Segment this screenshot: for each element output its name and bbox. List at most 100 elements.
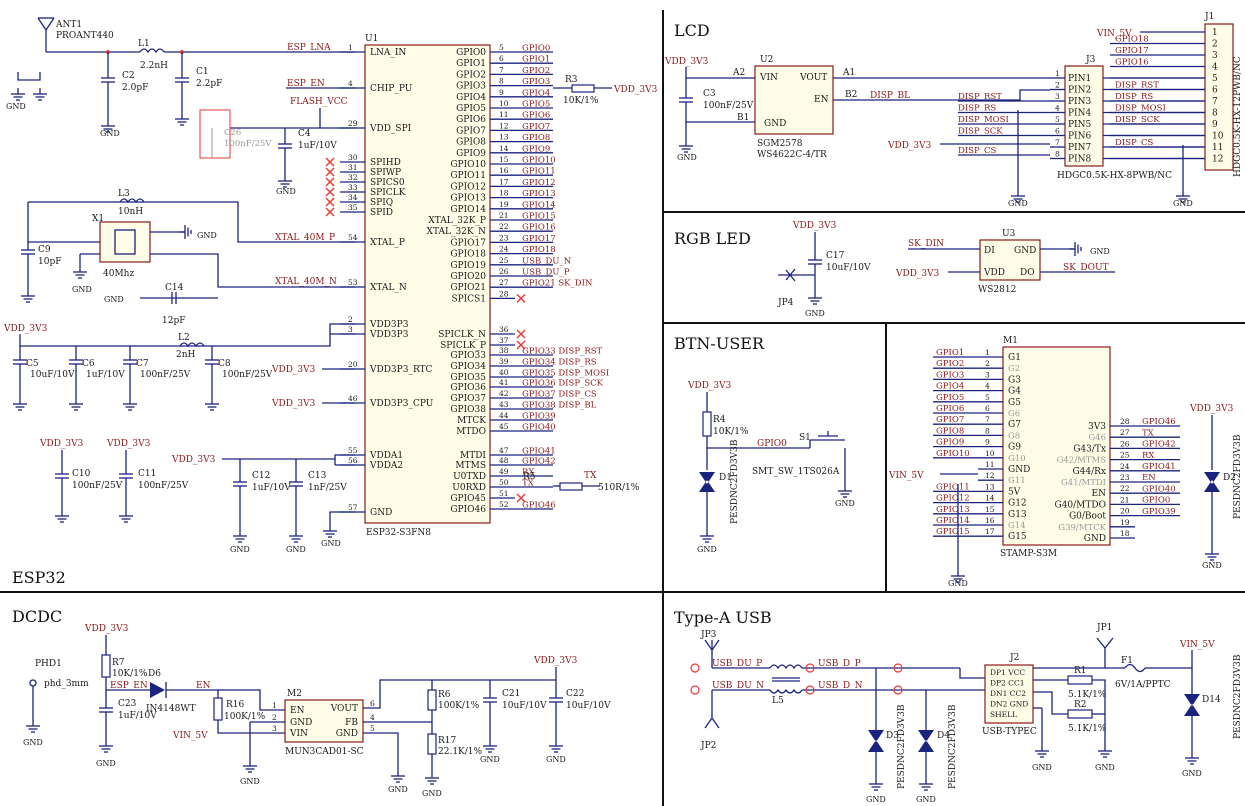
m1-net-label: GPIO46 bbox=[1142, 417, 1176, 427]
u1-pin-number: 36 bbox=[499, 325, 509, 334]
u2-pin-b2: B2 bbox=[845, 90, 857, 100]
section-title-type-a-usb: Type-A USB bbox=[674, 608, 772, 627]
inductor-l1 bbox=[139, 48, 165, 54]
tvs-diode-d3 bbox=[868, 730, 884, 752]
u1-pin-name: XTAL_P bbox=[370, 238, 405, 248]
m1-pin-number: 19 bbox=[1120, 518, 1130, 527]
u2-chip-body bbox=[754, 65, 834, 135]
j2-ref: J2 bbox=[1009, 653, 1019, 663]
lcd-net-label: DISP_RST bbox=[958, 92, 1002, 102]
gnd-label: GND bbox=[72, 285, 92, 294]
jp3-ref: JP3 bbox=[700, 630, 717, 640]
d3-part: PESDNC2FD3V3B bbox=[897, 704, 907, 789]
m1-pin-number: 3 bbox=[985, 370, 990, 379]
u2-ref: U2 bbox=[760, 55, 773, 65]
u1-net-label: GPIO40 bbox=[522, 423, 556, 433]
u1-pin-name: GPIO1 bbox=[456, 59, 486, 69]
rail-cap-value: 10uF/10V bbox=[30, 370, 75, 380]
u1-chip-body bbox=[364, 44, 491, 524]
m1-pin-number: 25 bbox=[1120, 451, 1130, 460]
net-vdd-3v3: VDD_3V3 bbox=[271, 399, 316, 409]
u1-net-label: GPIO33 DISP_RST bbox=[522, 347, 603, 357]
u1-net-label: GPIO9 bbox=[522, 144, 550, 154]
u1-pin-number: 31 bbox=[348, 163, 358, 172]
m1-net-label: GPIO5 bbox=[936, 393, 964, 403]
j2-pin-name: DN1 CC2 bbox=[990, 689, 1026, 698]
m1-pin-number: 8 bbox=[985, 426, 990, 435]
u3-ref: U3 bbox=[1002, 229, 1016, 239]
m1-pin-name: G41/MTDI bbox=[1061, 478, 1106, 488]
resistor-r4 bbox=[702, 411, 712, 437]
gnd-label: GND bbox=[835, 499, 855, 508]
net-vin-5v: VIN_5V bbox=[888, 471, 924, 481]
jp2-ref: JP2 bbox=[700, 741, 716, 751]
u1-pin-number: 35 bbox=[348, 203, 358, 212]
u1-net-label: RX bbox=[522, 468, 535, 478]
m1-pin-name: G10 bbox=[1008, 454, 1026, 464]
gnd-label: GND bbox=[100, 129, 120, 138]
lcd-net-label: DISP_RS bbox=[958, 104, 996, 114]
gnd-label: GND bbox=[104, 295, 124, 304]
r7-ref: R7 bbox=[112, 658, 125, 668]
j1-pin-number: 11 bbox=[1212, 143, 1223, 153]
d2-part: PESDNC2FD3V3B bbox=[1233, 434, 1243, 519]
m1-pin-name: G4 bbox=[1008, 387, 1021, 397]
j3-pin-number: 7 bbox=[1055, 138, 1060, 147]
u1-net-label: GPIO36 DISP_SCK bbox=[522, 379, 604, 389]
rail-cap-value: 100nF/25V bbox=[140, 370, 191, 380]
u1-pin-name: SPIQ bbox=[370, 198, 393, 208]
gnd-label: GND bbox=[1032, 763, 1052, 772]
r7-value: 10K/1% bbox=[112, 669, 148, 679]
usb-block: JP3 USB_DU_P USB_DU_N JP2 L5 USB_D_P USB… bbox=[690, 623, 1243, 804]
gnd-label: GND bbox=[805, 309, 825, 318]
u1-pin-name: SPIHD bbox=[370, 158, 401, 168]
c11-ref: C11 bbox=[138, 469, 156, 479]
u1-pin-name: GPIO36 bbox=[450, 383, 486, 393]
m1-net-label: GPIO6 bbox=[936, 404, 964, 414]
j3-pin-name: PIN7 bbox=[1068, 143, 1091, 153]
u1-pin-number: 27 bbox=[499, 278, 509, 287]
m1-pin-number: 15 bbox=[985, 505, 995, 514]
u1-net-label: GPIO21 SK_DIN bbox=[522, 279, 593, 289]
m1-pin-name: G39/MTCK bbox=[1058, 523, 1106, 533]
section-title-lcd: LCD bbox=[674, 21, 710, 40]
m1-pin-name: G8 bbox=[1008, 431, 1020, 441]
esp32-block: U1 ESP32-S3FN8 1LNA_IN4CHIP_PU29VDD_SPI3… bbox=[3, 17, 658, 554]
u1-pin-name: VDD_SPI bbox=[369, 124, 412, 134]
u2-part-sgm: SGM2578 bbox=[757, 139, 803, 149]
m1-pin-name: G6 bbox=[1008, 409, 1020, 419]
u1-pin-name: GPIO17 bbox=[450, 238, 486, 248]
u1-pin-name: GPIO37 bbox=[450, 394, 486, 404]
m1-net-label: GPIO11 bbox=[936, 482, 970, 492]
m1-net-label: GPIO2 bbox=[936, 359, 964, 369]
c4-value: 1uF/10V bbox=[298, 141, 337, 151]
u1-pin-number: 3 bbox=[348, 325, 353, 334]
gnd-label: GND bbox=[240, 777, 260, 786]
j1-pin-number: 7 bbox=[1212, 97, 1218, 107]
m1-pin-number: 18 bbox=[1120, 529, 1130, 538]
r17-value: 22.1K/1% bbox=[438, 747, 483, 757]
u1-part: ESP32-S3FN8 bbox=[366, 528, 431, 538]
m1-pin-name: G43/Tx bbox=[1073, 444, 1106, 454]
j3-ref: J3 bbox=[1085, 55, 1096, 65]
c21-ref: C21 bbox=[502, 689, 520, 699]
choke-l5 bbox=[769, 664, 803, 670]
led-u3 bbox=[979, 239, 1041, 281]
u1-pin-number: 42 bbox=[499, 389, 509, 398]
j3-pin-name: PIN6 bbox=[1068, 132, 1091, 142]
m1-net-label: TX bbox=[1142, 428, 1155, 438]
j2-pin-name: DP1 VCC bbox=[990, 668, 1025, 677]
u1-net-label: GPIO10 bbox=[522, 156, 556, 166]
u1-pin-name: GPIO3 bbox=[456, 82, 486, 92]
j1-net-label: DISP_RST bbox=[1115, 81, 1159, 91]
c17-ref: C17 bbox=[826, 251, 845, 261]
m1-net-label: GPIO40 bbox=[1142, 484, 1176, 494]
net-xtal-40m-p: XTAL_40M_P bbox=[275, 233, 335, 243]
stamp-block: M1 STAMP-S3M 1G12G23G34G45G56G67G78G89G9… bbox=[888, 336, 1243, 588]
m1-net-label: GPIO12 bbox=[936, 494, 970, 504]
jp1-ref: JP1 bbox=[1096, 623, 1112, 633]
gnd-label: GND bbox=[276, 187, 296, 196]
u2-pin-a2: A2 bbox=[732, 68, 745, 78]
u1-pin-number: 45 bbox=[499, 422, 509, 431]
switch-s1 bbox=[809, 431, 846, 485]
